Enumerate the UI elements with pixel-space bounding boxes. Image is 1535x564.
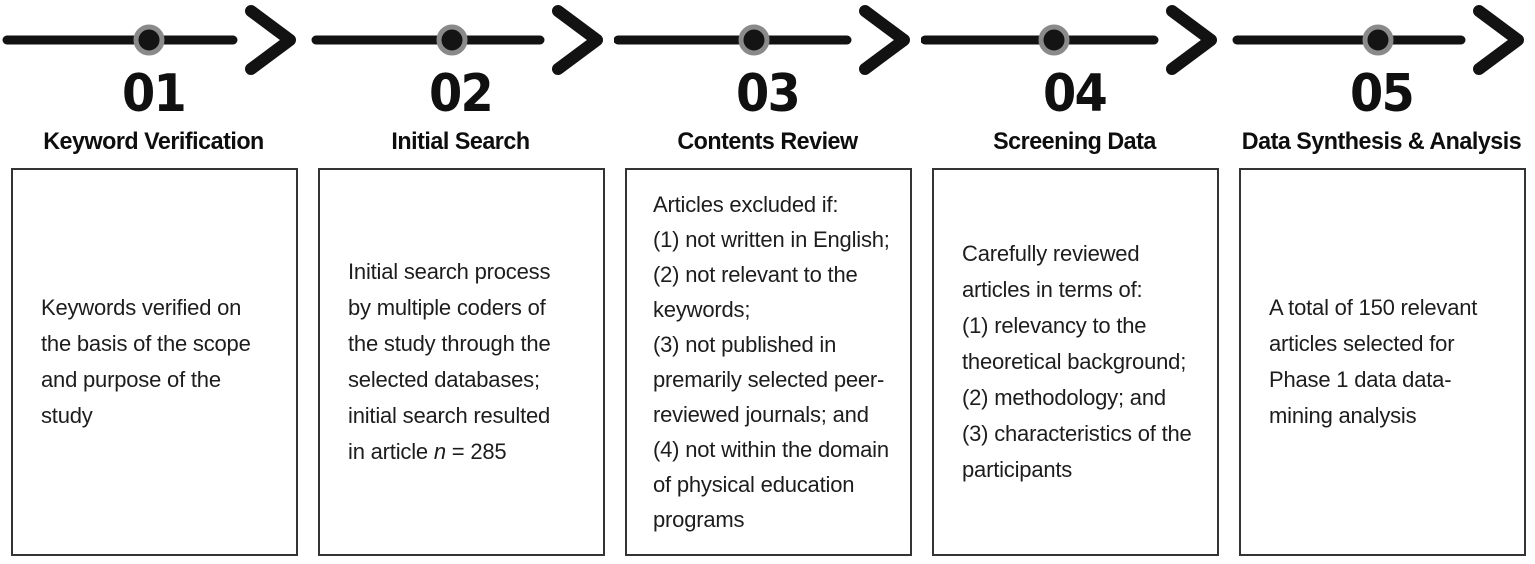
body-line: articles in terms of: [962, 277, 1143, 302]
step-title: Keyword Verification [43, 128, 264, 155]
body-line: programs [653, 507, 745, 532]
body-line: keywords; [653, 297, 751, 322]
body-line: (1) relevancy to the [962, 313, 1147, 338]
milestone-dot-icon [1362, 24, 1394, 56]
timeline-arrow-icon [311, 5, 603, 75]
body-line: and purpose of the [41, 367, 221, 392]
arrow-head-icon [552, 5, 603, 75]
body-line: Keywords verified on [41, 295, 242, 320]
timeline-arrow-icon [1232, 5, 1524, 75]
body-line: the study through the [348, 331, 551, 356]
body-line: by multiple coders of [348, 295, 546, 320]
body-line: premarily selected peer- [653, 367, 885, 392]
step-column-4: 04 Screening Data Carefully reviewed art… [921, 0, 1228, 564]
body-line: mining analysis [1269, 403, 1417, 428]
body-line: of physical education [653, 472, 855, 497]
body-line: study [41, 403, 93, 428]
step-number: 05 [1350, 64, 1415, 124]
timeline-arrow-icon [921, 5, 1217, 75]
body-line: articles selected for [1269, 331, 1455, 356]
body-text-post: = 285 [445, 439, 507, 464]
step-number: 04 [1043, 64, 1108, 124]
arrow-head-icon [1166, 5, 1217, 75]
body-line: in article n = 285 [348, 434, 595, 470]
body-line: (4) not within the domain [653, 437, 889, 462]
body-line: A total of 150 relevant [1269, 295, 1478, 320]
step-title: Initial Search [391, 128, 530, 155]
body-line: (2) methodology; and [962, 385, 1166, 410]
body-line: Initial search process [348, 259, 551, 284]
step-column-5: 05 Data Synthesis & Analysis A total of … [1228, 0, 1535, 564]
step-column-2: 02 Initial Search Initial search process… [307, 0, 614, 564]
timeline-arrow-icon [2, 5, 296, 75]
step-number: 02 [429, 64, 494, 124]
body-line: Phase 1 data data- [1269, 367, 1452, 392]
step-title: Contents Review [677, 128, 858, 155]
sample-size-symbol: n [433, 439, 446, 464]
body-line: (3) characteristics of the [962, 421, 1192, 446]
body-line: initial search resulted [348, 403, 551, 428]
body-line: participants [962, 457, 1073, 482]
body-line: selected databases; [348, 367, 540, 392]
body-line: reviewed journals; and [653, 402, 869, 427]
arrow-head-icon [1473, 5, 1524, 75]
body-line: (2) not relevant to the [653, 262, 858, 287]
step-title: Data Synthesis & Analysis [1241, 128, 1522, 155]
body-line: the basis of the scope [41, 331, 251, 356]
body-line: Articles excluded if: [653, 192, 839, 217]
step-number: 03 [736, 64, 801, 124]
milestone-dot-icon [133, 24, 165, 56]
step-column-3: 03 Contents Review Articles excluded if:… [614, 0, 921, 564]
arrow-head-icon [859, 5, 910, 75]
body-line: theoretical background; [962, 349, 1187, 374]
timeline-arrow-icon [614, 5, 910, 75]
arrow-head-icon [245, 5, 296, 75]
body-line: (3) not published in [653, 332, 837, 357]
body-text-pre: in article [348, 439, 434, 464]
step-description-box: Initial search process by multiple coder… [318, 168, 605, 556]
body-line: Carefully reviewed [962, 241, 1140, 266]
step-description-box: A total of 150 relevant articles selecte… [1239, 168, 1526, 556]
step-description-box: Carefully reviewed articles in terms of:… [932, 168, 1219, 556]
milestone-dot-icon [738, 24, 770, 56]
step-column-1: 01 Keyword Verification Keywords verifie… [0, 0, 307, 564]
step-description-box: Articles excluded if: (1) not written in… [625, 168, 912, 556]
body-line: (1) not written in English; [653, 227, 890, 252]
step-number: 01 [122, 64, 187, 124]
step-title: Screening Data [993, 128, 1156, 155]
milestone-dot-icon [1038, 24, 1070, 56]
milestone-dot-icon [436, 24, 468, 56]
step-description-box: Keywords verified on the basis of the sc… [11, 168, 298, 556]
